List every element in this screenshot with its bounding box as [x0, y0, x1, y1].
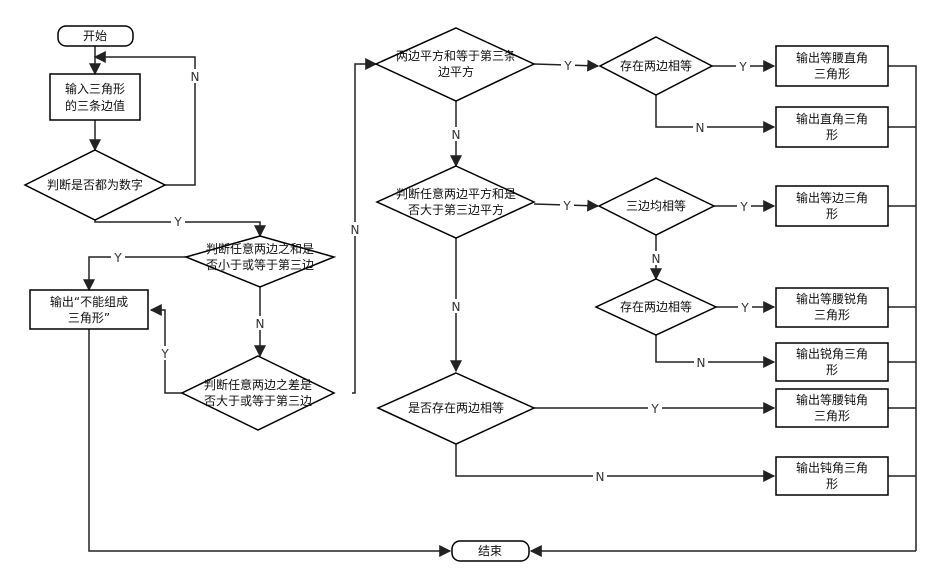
- out-iso-obtuse-line2: 三角形: [814, 409, 850, 423]
- out-acute-node: 输出锐角三角 形: [775, 342, 889, 382]
- right-iso-label: 存在两边相等: [620, 59, 692, 73]
- out-iso-acute-node: 输出等腰锐角 三角形: [775, 287, 889, 328]
- label-sum-no: N: [256, 317, 265, 331]
- acute-iso-decision: 存在两边相等: [594, 278, 718, 336]
- out-right-line2: 形: [826, 128, 838, 142]
- out-acute-line2: 形: [826, 363, 838, 377]
- right-iso-decision: 存在两边相等: [598, 36, 714, 96]
- start-label: 开始: [83, 29, 107, 43]
- right-label-line2: 边平方: [438, 64, 474, 79]
- right-decision: 两边平方和等于第三条 边平方: [374, 27, 536, 102]
- out-iso-obtuse-line1: 输出等腰钝角: [796, 392, 868, 407]
- out-iso-obtuse-node: 输出等腰钝角 三角形: [775, 388, 889, 428]
- is-number-decision: 判断是否都为数字: [23, 149, 167, 221]
- out-iso-right-line1: 输出等腰直角: [796, 50, 868, 65]
- label-acuteiso-no: N: [697, 356, 706, 370]
- edge-obtuse-no: [455, 444, 776, 482]
- is-number-label: 判断是否都为数字: [47, 177, 143, 192]
- label-right-no: N: [452, 128, 461, 142]
- label-acuteiso-yes: Y: [740, 301, 749, 315]
- label-diff-yes: Y: [160, 347, 169, 361]
- label-obtuse-yes: Y: [650, 402, 659, 416]
- obtuse-equal-decision: 是否存在两边相等: [376, 372, 536, 445]
- label-greater-no: N: [452, 300, 461, 314]
- label-isnumber-no: N: [191, 70, 200, 84]
- label-isnumber-yes: Y: [173, 215, 182, 229]
- out-iso-right-line2: 三角形: [814, 67, 850, 81]
- edges: [83, 46, 917, 557]
- out-obtuse-node: 输出钝角三角 形: [775, 456, 889, 496]
- sum-label-line2: 否小于或等于第三边: [206, 258, 314, 272]
- label-diff-no: N: [351, 223, 360, 237]
- out-right-line1: 输出直角三角: [796, 111, 868, 126]
- start-node: 开始: [57, 25, 134, 47]
- label-equi-no: N: [652, 252, 661, 266]
- diff-label-line2: 否大于或等于第三边: [204, 394, 312, 408]
- edge-isnumber-no-loop: [93, 51, 196, 186]
- acute-iso-label: 存在两边相等: [620, 300, 692, 314]
- input-label-line2: 的三条边值: [65, 98, 125, 113]
- label-equi-yes: Y: [739, 200, 748, 214]
- label-rightiso-no: N: [696, 121, 705, 135]
- out-equi-line2: 形: [826, 207, 838, 221]
- equi-label: 三边均相等: [626, 199, 686, 213]
- edge-rightiso-no: [655, 95, 776, 133]
- out-iso-acute-line2: 三角形: [814, 308, 850, 322]
- edge-sum-yes: [83, 256, 186, 292]
- sum-label-line1: 判断任意两边之和是: [206, 241, 314, 256]
- out-obtuse-line1: 输出钝角三角: [796, 460, 868, 475]
- greater-decision: 判断任意两边平方和是 否大于第三边平方: [375, 165, 536, 239]
- cannot-form-node: 输出“不能组成 三角形”: [29, 289, 149, 330]
- out-equi-node: 输出等边三角 形: [775, 185, 889, 227]
- out-right-node: 输出直角三角 形: [775, 106, 889, 148]
- label-obtuse-no: N: [596, 470, 605, 484]
- out-obtuse-line2: 形: [826, 477, 838, 491]
- label-rightiso-yes: Y: [738, 60, 747, 74]
- label-right-yes: Y: [563, 59, 572, 73]
- edge-acuteiso-no: [655, 335, 776, 368]
- cannot-label-line1: 输出“不能组成: [50, 294, 128, 309]
- diff-decision: 判断任意两边之差是 否大于或等于第三边: [180, 355, 336, 431]
- out-iso-right-node: 输出等腰直角 三角形: [775, 45, 889, 87]
- greater-label-line1: 判断任意两边平方和是: [396, 186, 516, 201]
- label-greater-yes: Y: [562, 199, 571, 213]
- out-equi-line1: 输出等边三角: [796, 190, 868, 205]
- cannot-label-line2: 三角形”: [68, 311, 110, 325]
- greater-label-line2: 否大于第三边平方: [408, 202, 504, 217]
- sum-decision: 判断任意两边之和是 否小于或等于第三边: [183, 235, 337, 288]
- obtuse-equal-label: 是否存在两边相等: [408, 401, 504, 415]
- edge-cannot-to-end: [88, 329, 452, 557]
- right-label-line1: 两边平方和等于第三条: [396, 48, 516, 63]
- edge-labels: N Y Y N Y N Y N Y N Y N Y N Y N Y N: [111, 58, 752, 484]
- equi-decision: 三边均相等: [597, 177, 716, 236]
- end-label: 结束: [478, 544, 502, 558]
- input-node: 输入三角形 的三条边值: [49, 73, 141, 121]
- edge-merge-bus: [888, 65, 917, 551]
- out-iso-acute-line1: 输出等腰锐角: [796, 291, 868, 306]
- input-label-line1: 输入三角形: [65, 81, 125, 96]
- end-node: 结束: [451, 540, 530, 562]
- diff-label-line1: 判断任意两边之差是: [204, 377, 312, 392]
- out-acute-line1: 输出锐角三角: [796, 346, 868, 361]
- label-sum-yes: Y: [113, 251, 122, 265]
